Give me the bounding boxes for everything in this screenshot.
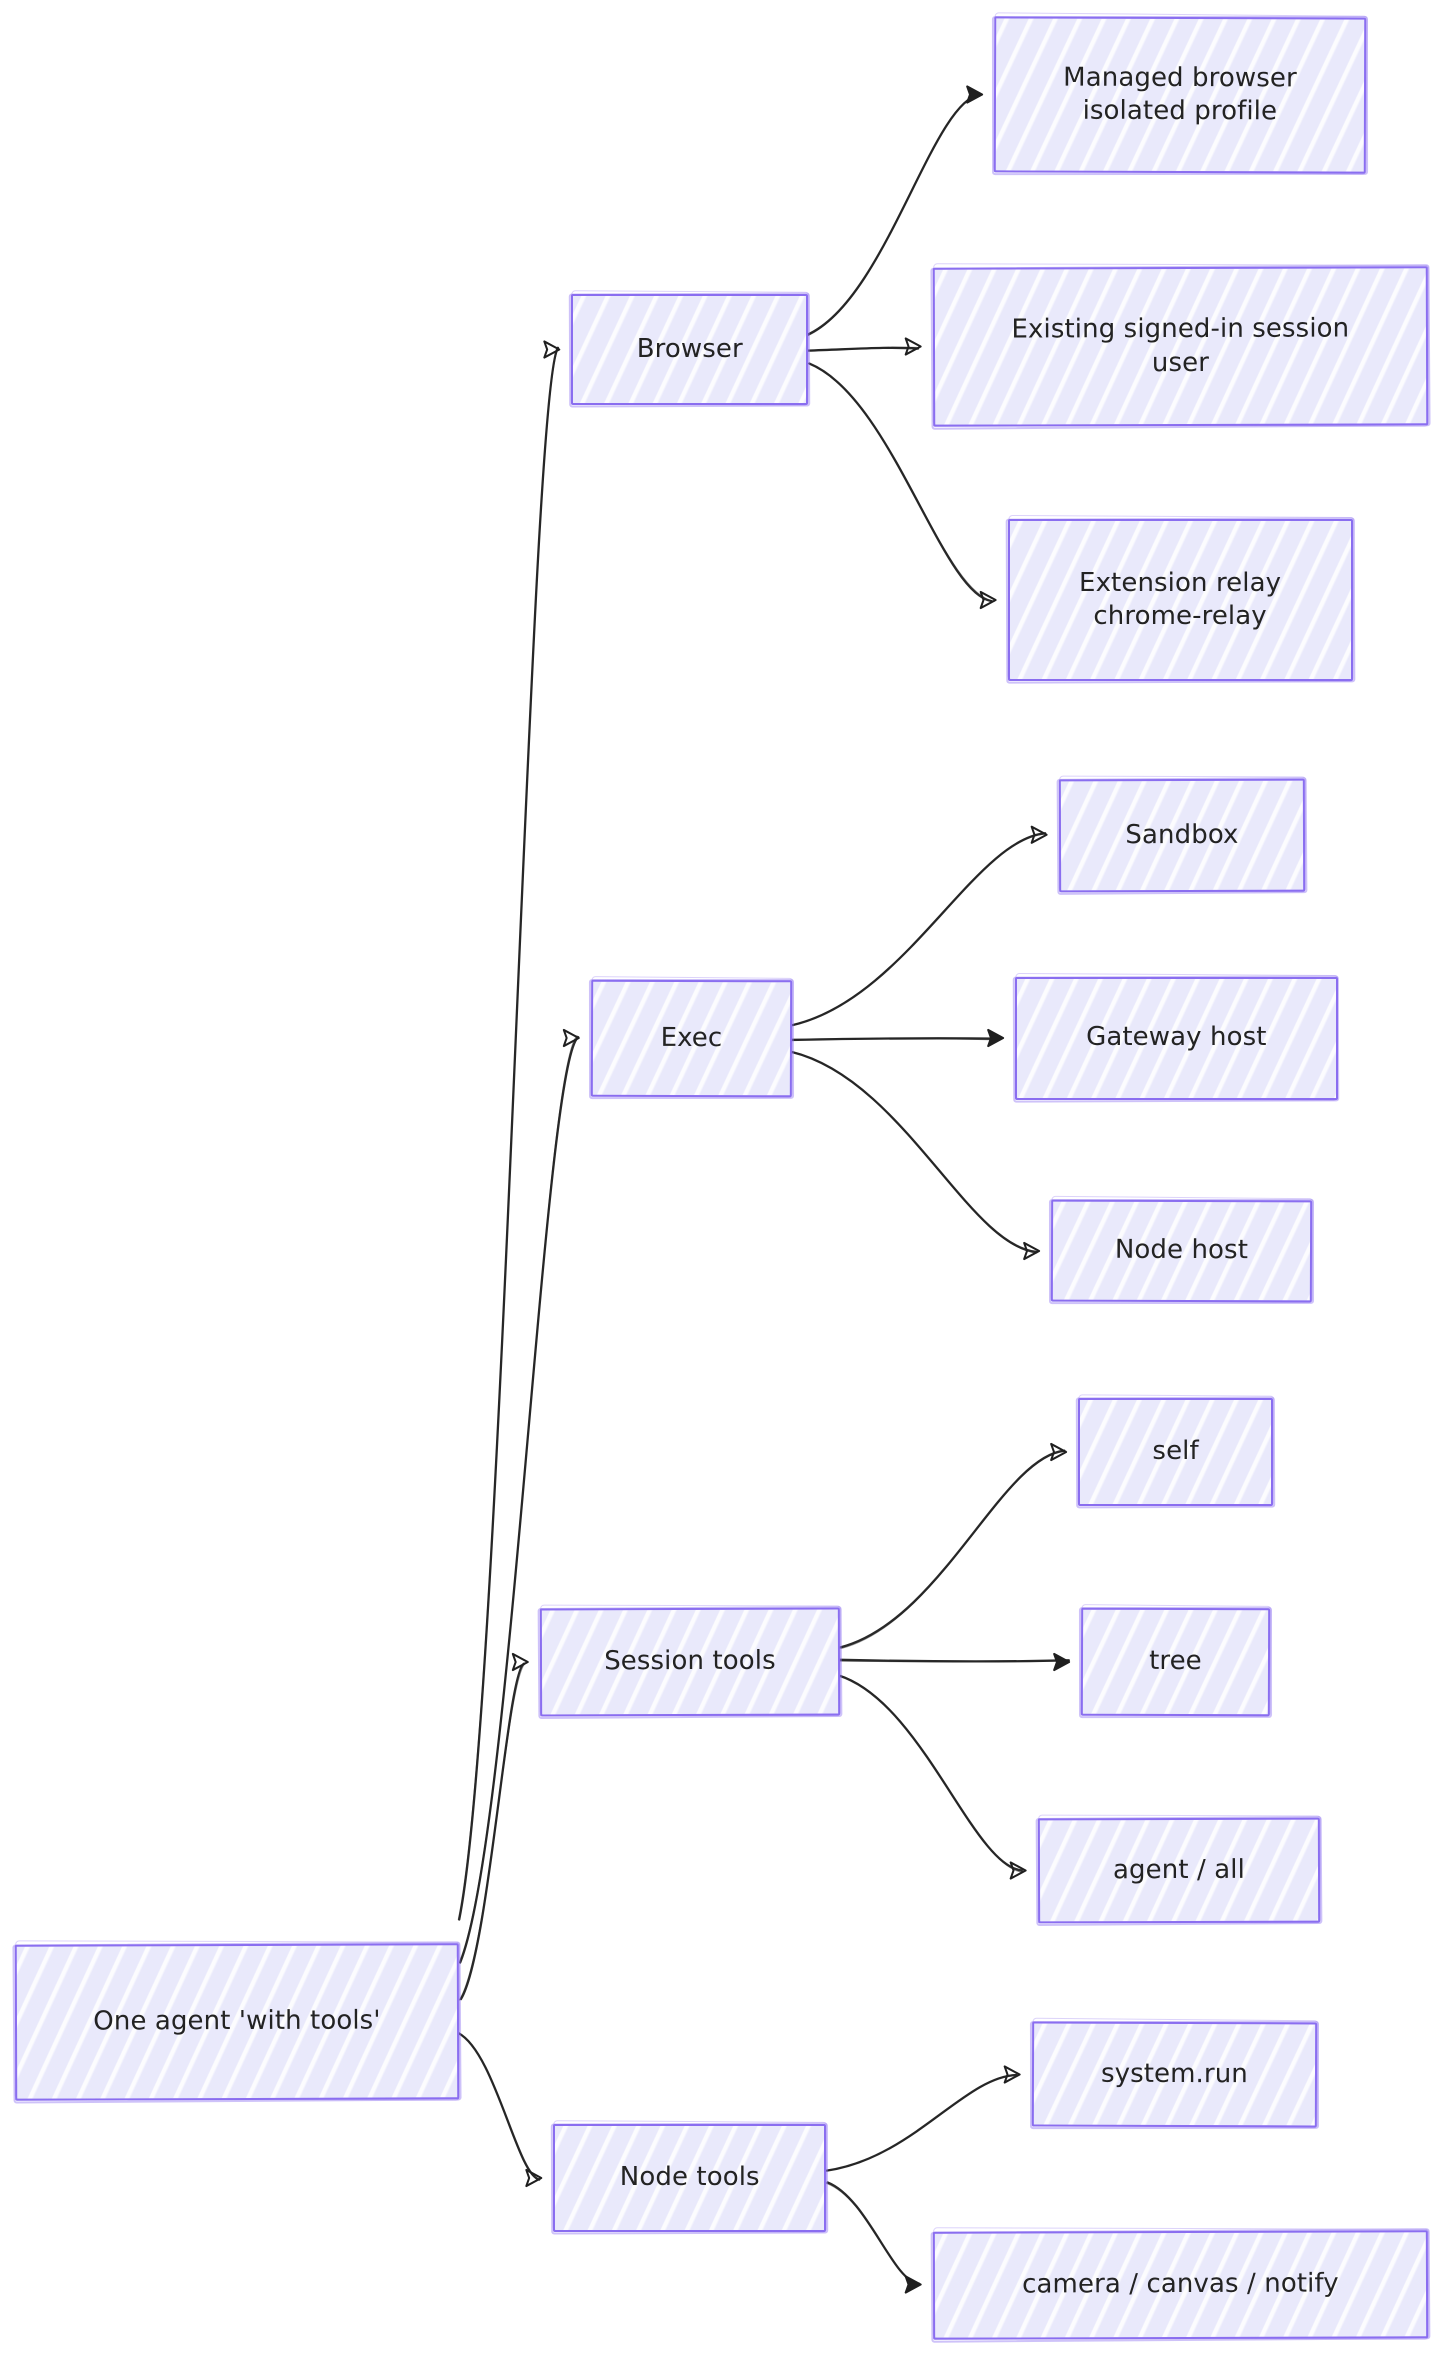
node-label: One agent 'with tools' bbox=[93, 2005, 381, 2037]
arrowhead-icon bbox=[966, 85, 984, 104]
edge-exec-to-sandbox bbox=[789, 825, 1048, 1027]
arrowhead-icon bbox=[1003, 2065, 1021, 2084]
node-gateway[interactable]: Gateway host bbox=[1015, 976, 1338, 1100]
node-exec[interactable]: Exec bbox=[590, 979, 792, 1097]
edge-exec-to-gateway bbox=[790, 1028, 1005, 1048]
arrowhead-icon bbox=[979, 590, 997, 610]
edge-root-to-sessiontools bbox=[458, 1652, 529, 2001]
node-sandbox[interactable]: Sandbox bbox=[1058, 778, 1305, 892]
arrowhead-icon bbox=[1030, 825, 1048, 844]
arrowhead-icon bbox=[904, 2275, 922, 2294]
edge-sessiontools-to-agentall bbox=[837, 1674, 1027, 1880]
node-label: Node host bbox=[1114, 1235, 1249, 1266]
node-root[interactable]: One agent 'with tools' bbox=[14, 1943, 460, 2101]
edge-nodetools-to-camera bbox=[825, 2181, 922, 2294]
node-label: Gateway host bbox=[1086, 1022, 1267, 1053]
arrowhead-icon bbox=[511, 1652, 529, 1672]
node-self[interactable]: self bbox=[1078, 1398, 1274, 1506]
node-sessiontools[interactable]: Session tools bbox=[539, 1607, 840, 1717]
arrowhead-icon bbox=[904, 337, 922, 356]
arrowhead-icon bbox=[525, 2168, 543, 2188]
edge-sessiontools-to-tree bbox=[838, 1652, 1071, 1672]
node-label: system.run bbox=[1100, 2058, 1248, 2090]
arrowhead-icon bbox=[987, 1028, 1005, 1048]
arrowhead-icon bbox=[543, 340, 561, 359]
node-camera[interactable]: camera / canvas / notify bbox=[932, 2229, 1428, 2340]
arrowhead-icon bbox=[1053, 1652, 1071, 1672]
node-tree[interactable]: tree bbox=[1080, 1607, 1271, 1717]
node-nodehost[interactable]: Node host bbox=[1050, 1199, 1313, 1303]
edge-nodetools-to-systemrun bbox=[825, 2065, 1021, 2172]
node-label: agent / all bbox=[1112, 1854, 1245, 1886]
edge-exec-to-nodehost bbox=[789, 1050, 1041, 1261]
edge-root-to-nodetools bbox=[456, 2031, 543, 2188]
node-label: Node tools bbox=[619, 2162, 760, 2193]
node-browser[interactable]: Browser bbox=[571, 294, 809, 405]
arrowhead-icon bbox=[1009, 1861, 1027, 1880]
edge-root-to-exec bbox=[459, 1028, 580, 1964]
arrowhead-icon bbox=[1023, 1241, 1041, 1261]
node-agentall[interactable]: agent / all bbox=[1037, 1817, 1320, 1924]
edge-browser-to-existing bbox=[806, 337, 922, 356]
arrowhead-icon bbox=[562, 1028, 580, 1048]
node-label: Session tools bbox=[603, 1646, 776, 1677]
node-label: self bbox=[1152, 1436, 1199, 1467]
node-nodetools[interactable]: Node tools bbox=[553, 2124, 827, 2232]
node-label: Exec bbox=[660, 1022, 723, 1053]
arrowhead-icon bbox=[1050, 1442, 1068, 1462]
node-label: Browser bbox=[636, 333, 743, 364]
node-label: tree bbox=[1149, 1646, 1202, 1677]
edge-sessiontools-to-self bbox=[838, 1442, 1068, 1649]
node-systemrun[interactable]: system.run bbox=[1031, 2021, 1317, 2128]
node-label: Sandbox bbox=[1124, 818, 1239, 850]
node-label: camera / canvas / notify bbox=[1021, 2268, 1339, 2300]
